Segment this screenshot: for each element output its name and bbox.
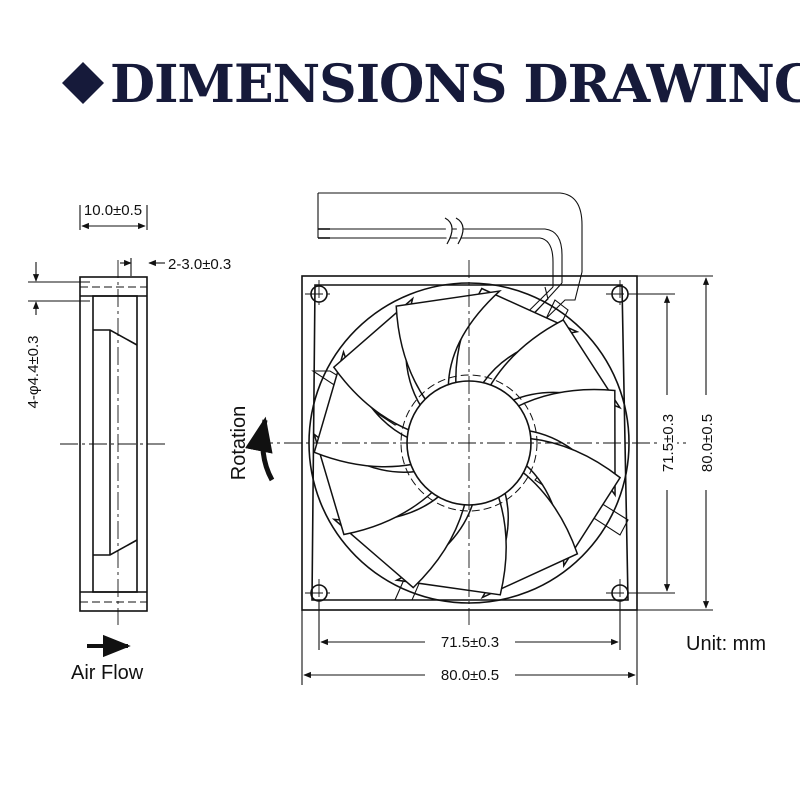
dim-hole-spacing-vertical: 71.5±0.3 bbox=[660, 414, 677, 472]
fan-blades bbox=[312, 287, 622, 600]
dim-overall-vertical: 80.0±0.5 bbox=[699, 414, 716, 472]
side-width-dim: 10.0±0.5 bbox=[84, 202, 142, 219]
airflow-label: Air Flow bbox=[71, 662, 144, 684]
fan-blade bbox=[455, 287, 580, 386]
fan-blade bbox=[395, 289, 502, 402]
fan-blade bbox=[480, 470, 579, 600]
fan-blade bbox=[488, 318, 622, 410]
front-view: Rotation 71.5±0.3 80.0±0.5 71.5±0.3 80.0… bbox=[228, 192, 716, 685]
side-hole-dim: 4-φ4.4±0.3 bbox=[25, 335, 42, 408]
rotation-label: Rotation bbox=[228, 406, 250, 481]
mounting-holes bbox=[305, 280, 634, 607]
unit-label: Unit: mm bbox=[686, 633, 766, 655]
page-title: DIMENSIONS DRAWING bbox=[62, 54, 800, 115]
rotation-arrow-icon bbox=[245, 416, 275, 482]
fan-blade bbox=[313, 349, 414, 468]
diamond-bullet-icon bbox=[62, 62, 104, 104]
side-flange-dim: 2-3.0±0.3 bbox=[168, 256, 231, 273]
title-text: DIMENSIONS DRAWING bbox=[110, 54, 800, 115]
fan-blade bbox=[515, 388, 616, 498]
dim-overall-horizontal: 80.0±0.5 bbox=[441, 667, 499, 684]
fan-blade bbox=[524, 437, 622, 569]
dim-hole-spacing-horizontal: 71.5±0.3 bbox=[441, 634, 499, 651]
fan-blade bbox=[331, 494, 466, 589]
side-view: 10.0±0.5 2-3.0±0.3 4-φ4.4±0.3 Air Flow bbox=[25, 202, 231, 684]
